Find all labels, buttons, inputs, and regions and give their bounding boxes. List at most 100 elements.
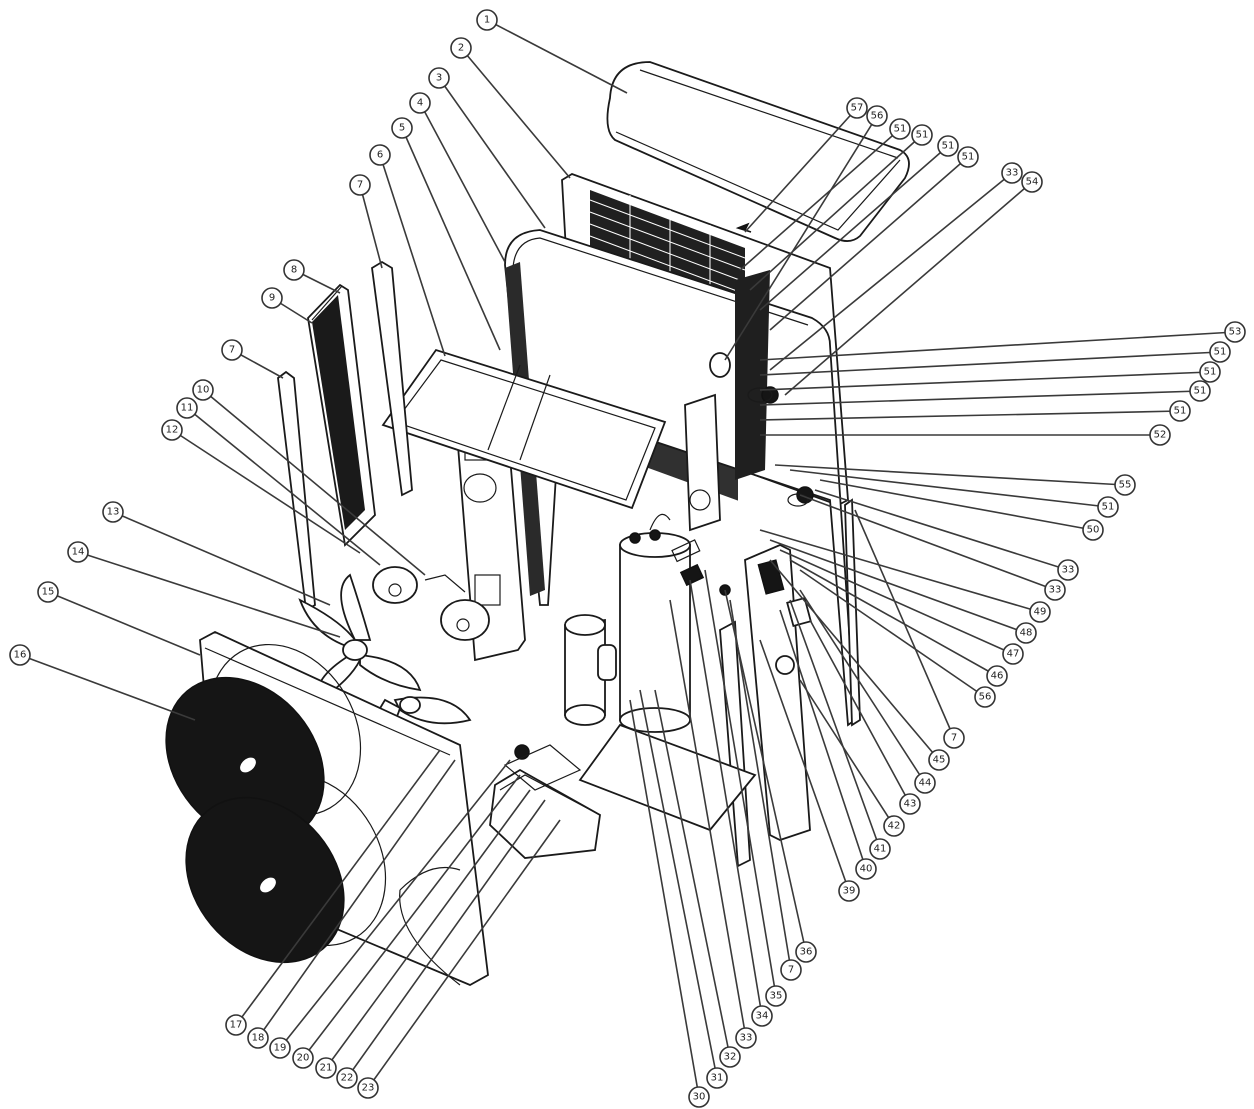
callout-55: 55 [1114,474,1136,496]
callout-circle-icon [855,858,877,880]
callout-51: 51 [889,118,911,140]
callout-number: 51 [1214,347,1227,358]
callout-number: 51 [1174,406,1187,417]
callout-number: 17 [230,1020,243,1031]
callout-number: 57 [851,103,864,114]
callout-circle-icon [221,339,243,361]
callout-3: 3 [428,67,450,89]
callout-number: 55 [1119,480,1132,491]
callout-circle-icon [911,124,933,146]
callout-number: 45 [933,755,946,766]
callout-circle-icon [225,1014,247,1036]
callout-circle-icon [261,287,283,309]
leader-line [486,19,628,94]
callout-circle-icon [37,581,59,603]
leader-line [77,551,341,638]
callout-circle-icon [1097,496,1119,518]
callout-circle-icon [1002,643,1024,665]
callout-number: 11 [181,403,194,414]
callout-number: 51 [894,124,907,135]
leader-line [799,569,986,698]
callout-number: 49 [1034,607,1047,618]
callout-52: 52 [1149,424,1171,446]
callout-circle-icon [883,815,905,837]
leader-line [325,789,531,1069]
callout-number: 13 [107,507,120,518]
callout-number: 42 [888,821,901,832]
callout-35: 35 [765,985,787,1007]
callout-circle-icon [349,174,371,196]
callout-number: 10 [197,385,210,396]
callout-7: 7 [943,727,965,749]
callout-32: 32 [719,1046,741,1068]
callout-47: 47 [1002,643,1024,665]
callout-number: 52 [1154,430,1167,441]
callout-number: 51 [962,152,975,163]
callout-39: 39 [838,880,860,902]
leader-line [729,599,792,971]
callout-number: 53 [1229,327,1242,338]
callout-51: 51 [1097,496,1119,518]
callout-57: 57 [846,97,868,119]
callout-circle-icon [795,941,817,963]
callout-number: 19 [274,1043,287,1054]
callout-circle-icon [1209,341,1231,363]
callout-44: 44 [914,772,936,794]
callout-circle-icon [869,838,891,860]
leader-line [799,679,895,827]
callout-number: 30 [693,1092,706,1103]
callout-number: 8 [291,265,297,276]
callout-51: 51 [1189,380,1211,402]
electrical-box-part [489,744,601,859]
leader-line [759,351,1221,376]
leader-line [438,77,546,229]
leader-line [759,390,1201,406]
callout-12: 12 [161,419,183,441]
callout-circle-icon [9,644,31,666]
callout-circle-icon [688,1086,710,1108]
callout-number: 51 [1102,502,1115,513]
callout-circle-icon [476,9,498,31]
leader-line [759,145,949,311]
callout-8: 8 [283,259,305,281]
callout-circle-icon [719,1046,741,1068]
callout-circle-icon [292,1047,314,1069]
callout-circle-icon [1029,601,1051,623]
callout-number: 3 [436,73,442,84]
callout-circle-icon [1021,171,1043,193]
leader-line [799,494,1056,591]
callout-labels: 1234567897101112131415161718192021222330… [9,9,1246,1108]
callout-number: 16 [14,650,27,661]
callout-33: 33 [1057,559,1079,581]
callout-31: 31 [706,1067,728,1089]
leader-line [759,371,1211,391]
callout-23: 23 [357,1077,379,1099]
callout-56: 56 [866,105,888,127]
leader-line [784,181,1033,396]
leader-line [724,115,878,361]
leader-line [112,511,331,606]
callout-circle-icon [315,1057,337,1079]
callout-circle-icon [1114,474,1136,496]
leader-line [379,154,446,357]
callout-number: 14 [72,547,85,558]
callout-circle-icon [986,665,1008,687]
callout-number: 7 [357,180,363,191]
leader-line [799,589,926,784]
leader-line [689,579,763,1017]
callout-number: 6 [377,150,383,161]
callout-circle-icon [369,144,391,166]
callout-circle-icon [428,67,450,89]
callout-51: 51 [1199,361,1221,383]
callout-circle-icon [765,985,787,1007]
callout-48: 48 [1015,622,1037,644]
leader-line [779,609,867,870]
callout-34: 34 [751,1005,773,1027]
callout-number: 5 [399,123,405,134]
callout-circle-icon [957,146,979,168]
leader-line [774,464,1126,486]
callout-number: 33 [740,1033,753,1044]
callout-number: 1 [484,15,490,26]
callout-circle-icon [1044,579,1066,601]
